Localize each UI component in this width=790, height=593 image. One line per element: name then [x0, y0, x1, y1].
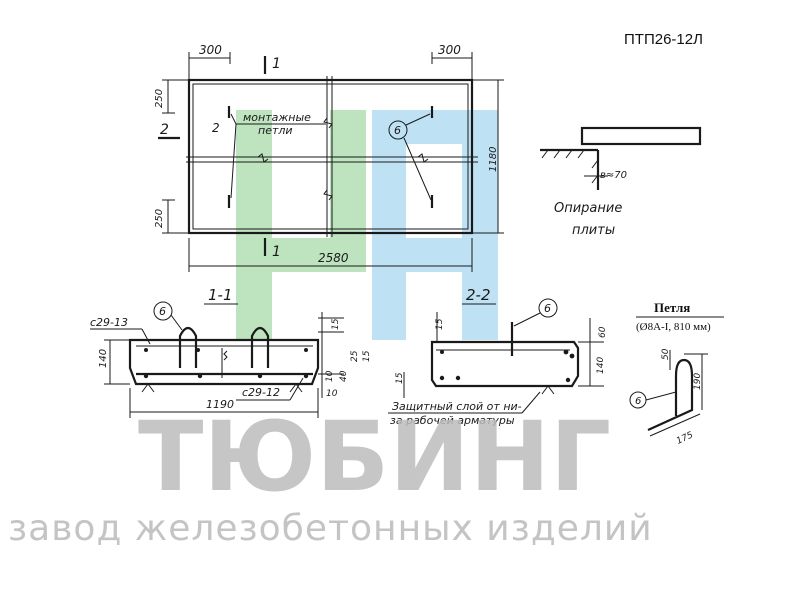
dim-15-s22: 15 [435, 318, 445, 330]
section-2-2: 2-2 6 60 140 15 15 Защитный слой от ни- … [388, 286, 608, 427]
loops-label-1: монтажные [243, 111, 311, 124]
section-1-1-label: 1-1 [208, 286, 233, 304]
watermark-logo [236, 110, 498, 340]
support-caption-2: плиты [572, 223, 615, 238]
drawing-title: ПТП26-12Л [624, 31, 703, 48]
dim-60: 60 [598, 326, 608, 338]
dim-50: 50 [661, 348, 671, 360]
plan-view: 300 300 1 1 250 250 2 1180 2580 2 монтаж… [154, 43, 504, 272]
callout-6-s11: 6 [159, 305, 166, 318]
dim-bottom: 2580 [318, 251, 349, 265]
mark-c29-13: с29-13 [90, 316, 128, 329]
loops-label-2: петли [258, 124, 293, 137]
dim-top-left: 300 [199, 43, 222, 57]
dim-15b-s22: 15 [395, 372, 405, 384]
callout-2: 2 [212, 121, 220, 135]
cover-note-1: Защитный слой от ни- [392, 400, 522, 413]
section-1-1: 1-1 с29-13 6 с29-12 140 1190 [90, 286, 372, 418]
callout-6-plan: 6 [394, 124, 401, 137]
dim-top-right: 300 [438, 43, 461, 57]
section-mark-left: 2 [160, 122, 169, 138]
cover-note-2: за рабочей арматуры [390, 414, 515, 427]
dim-15b-s11: 15 [362, 350, 372, 362]
loop-spec: (Ø8А-I, 810 мм) [636, 321, 711, 333]
watermark-tagline: завод железобетонных изделий [8, 508, 653, 549]
section-mark-top: 1 [272, 56, 281, 72]
dim-140-s22: 140 [596, 357, 606, 374]
dim-25: 25 [350, 350, 360, 362]
dim-190: 190 [693, 373, 703, 390]
dim-10-s11: 10 [325, 370, 335, 382]
section-mark-bottom: 1 [272, 244, 281, 260]
loop-detail: Петля (Ø8А-I, 810 мм) 190 50 175 6 [629, 300, 724, 447]
dim-1190: 1190 [206, 398, 234, 411]
callout-6-loop: 6 [635, 396, 641, 407]
dim-40: 40 [339, 370, 349, 382]
dim-140-s11: 140 [98, 349, 109, 368]
dim-left-bottom: 250 [154, 209, 165, 228]
section-2-2-label: 2-2 [466, 286, 491, 304]
loop-title: Петля [654, 300, 690, 315]
support-detail: в≈70 Опирание плиты [540, 126, 702, 238]
support-dim: в≈70 [600, 170, 627, 181]
dim-175: 175 [675, 430, 695, 446]
mark-c29-12: с29-12 [242, 386, 280, 399]
dim-10b-s11: 10 [326, 389, 338, 399]
dim-15-s11: 15 [331, 318, 341, 330]
dim-right: 1180 [488, 147, 499, 172]
dim-left-top: 250 [154, 89, 165, 108]
watermark-brand: ТЮБИНГ [138, 401, 611, 513]
support-caption-1: Опирание [554, 201, 622, 216]
callout-6-s22: 6 [544, 302, 551, 315]
